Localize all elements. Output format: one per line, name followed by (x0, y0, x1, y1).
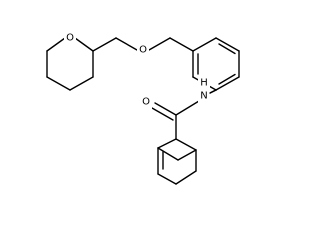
amide-nitrogen-label: N (200, 91, 207, 102)
bond (157, 173, 177, 185)
bond (157, 138, 177, 149)
carbonyl-bond (151, 107, 174, 121)
bond (175, 138, 197, 151)
carbonyl-oxygen-label: O (142, 97, 150, 108)
bond (74, 37, 94, 52)
ether-oxygen-label: O (139, 45, 147, 56)
aryl-n-bond (209, 89, 217, 94)
ether-linker (92, 37, 194, 52)
norbornene-bicycle (157, 114, 197, 185)
bond (192, 37, 217, 52)
bond (46, 76, 71, 91)
benzene-ring (192, 37, 240, 91)
bond (215, 37, 240, 52)
carbonyl-bond (154, 102, 177, 116)
bond (148, 37, 171, 51)
aromatic-double-bond (218, 73, 236, 85)
bond (175, 170, 197, 185)
atom-labels: O O O N H (64, 31, 210, 109)
ring-oxygen-label: O (66, 33, 74, 44)
structure-diagram: O O O N H (46, 31, 240, 185)
bond (115, 37, 138, 51)
aromatic-double-bond (218, 43, 236, 55)
bond (175, 100, 200, 116)
bond (92, 37, 117, 52)
bridge-bond (177, 149, 197, 161)
tetrahydropyran-ring (46, 37, 94, 91)
bond (169, 37, 194, 52)
bond (69, 76, 94, 91)
bond (215, 76, 240, 91)
amide-hydrogen-label: H (200, 78, 208, 89)
bridge-bond (157, 147, 179, 161)
molecule-canvas: O O O N H (46, 31, 240, 185)
bond (46, 37, 66, 52)
